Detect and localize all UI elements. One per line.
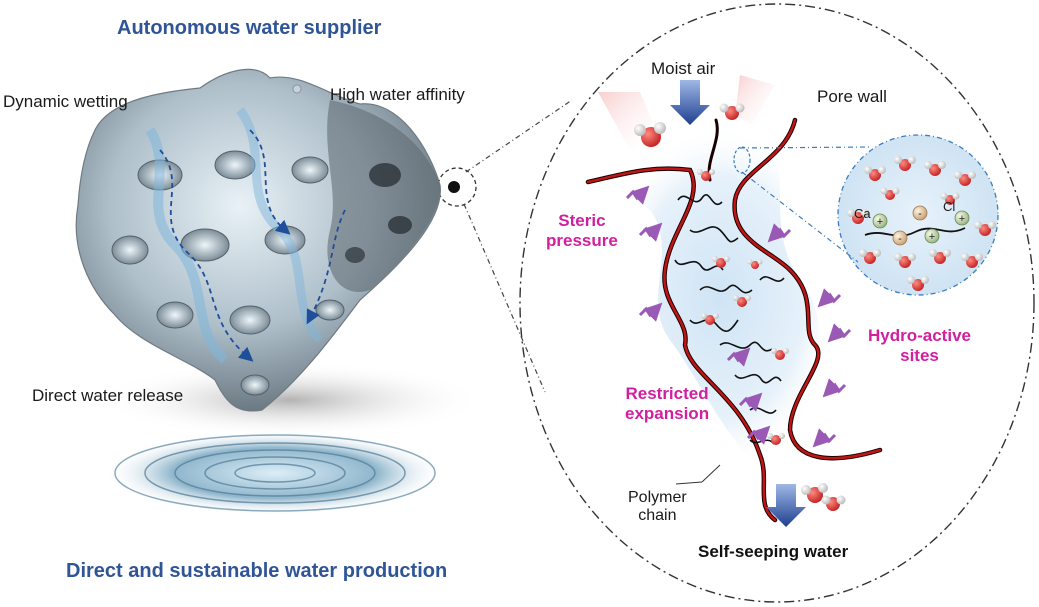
polymer-chain-pointer [701,464,721,483]
steric-pressure-label: Steric pressure [546,211,618,250]
air-water-molecule [634,103,745,147]
dynamic-wetting-label: Dynamic wetting [3,92,128,111]
pore-interior [600,125,840,472]
top-title: Autonomous water supplier [117,17,382,39]
inset-polymer-chain [864,227,966,237]
svg-text:+: + [929,231,935,243]
high-water-affinity-label: High water affinity [330,85,465,104]
svg-text:+: + [959,213,965,225]
inset-source-circle [733,146,751,174]
heat-beam-right [735,75,775,125]
seeping-water-arrow [766,484,806,527]
svg-text:+: + [877,216,883,228]
zoom-connector-top [465,99,573,173]
inset-water-molecules [847,156,996,291]
hydro-active-sites-label: Hydro-active sites [868,326,971,365]
restricted-expansion-label: Restricted expansion [625,384,710,423]
inset-connector-top [739,146,871,149]
moist-air-label: Moist air [651,59,716,78]
purple-pressure-arrows [625,185,852,448]
pore-wall-label: Pore wall [817,87,887,106]
pore-water-molecules [697,169,789,445]
polymer-chain-pointer-2 [675,481,703,485]
polymer-chain-label: Polymer chain [628,489,687,525]
inset-connector-bottom [741,171,859,263]
self-seeping-water-label: Self-seeping water [698,542,849,561]
sponge-shadow [95,362,485,438]
ca-ion-label: Ca [854,206,871,221]
direct-water-release-label: Direct water release [32,386,184,405]
bottom-title: Direct and sustainable water production [66,560,448,582]
pore-walls [585,117,883,523]
cl-ion-label: Cl [943,199,956,214]
moist-air-arrow [670,80,710,125]
pore-spot [448,181,460,193]
seeping-water-molecules [801,483,846,511]
ion-markers: + - - + + [872,205,970,246]
svg-text:-: - [898,233,902,245]
zoom-ellipse [519,3,1035,603]
zoom-connector-bottom [463,203,546,393]
porous-sponge [75,68,441,412]
water-puddle [105,431,445,515]
svg-text:-: - [918,208,922,220]
